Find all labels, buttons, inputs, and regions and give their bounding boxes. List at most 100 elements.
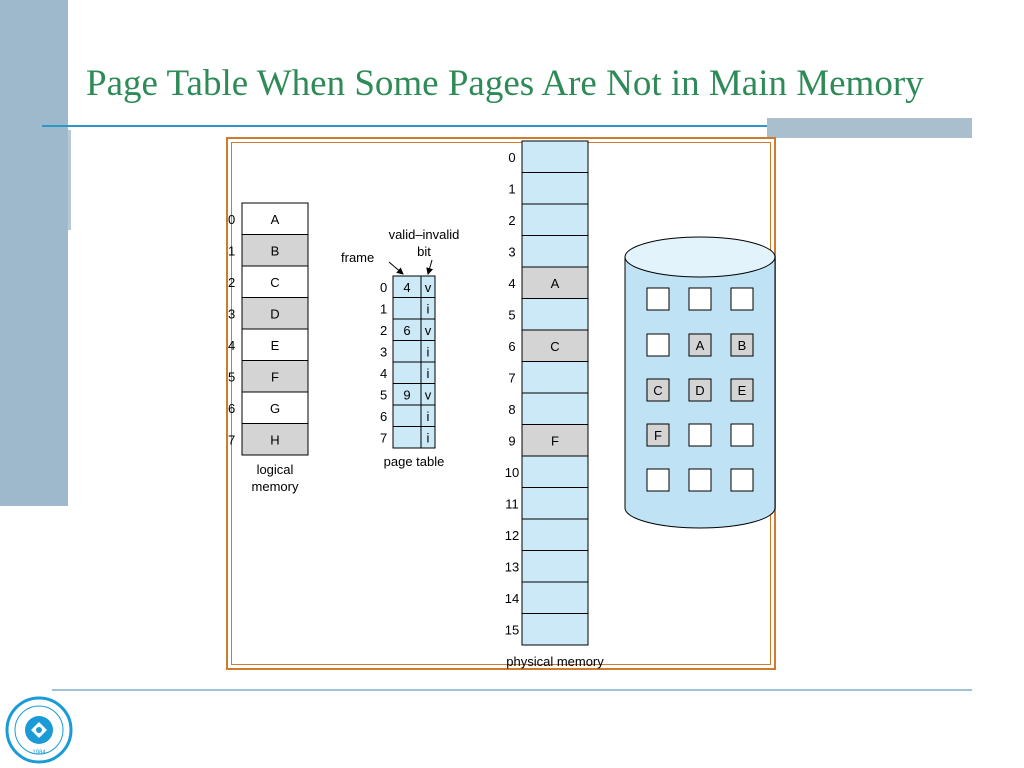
physical-frame-label: C <box>550 339 559 354</box>
valid-bit-arrow <box>428 260 432 274</box>
disk-block <box>731 424 753 446</box>
physical-frame <box>522 299 588 331</box>
logical-page-index: 4 <box>228 338 235 353</box>
logical-page-label: A <box>271 212 280 227</box>
physical-frame-index: 8 <box>508 402 515 417</box>
page-table-frame-cell <box>393 427 421 449</box>
physical-frame-index: 12 <box>505 528 519 543</box>
disk-block-label: A <box>696 338 705 353</box>
disk-block <box>689 469 711 491</box>
disk-block <box>647 469 669 491</box>
disk-block <box>647 334 669 356</box>
physical-frame <box>522 614 588 646</box>
page-table-index: 2 <box>380 323 387 338</box>
logical-page-label: G <box>270 401 280 416</box>
logical-page-label: H <box>270 432 279 447</box>
disk-block-label: E <box>738 383 747 398</box>
page-table-bit: v <box>425 323 432 338</box>
page-table-caption: page table <box>384 454 445 469</box>
physical-frame-index: 7 <box>508 370 515 385</box>
backing-store-disk: A B C D E F <box>625 237 775 528</box>
valid-invalid-label: bit <box>417 244 431 259</box>
page-table-index: 1 <box>380 301 387 316</box>
disk-block <box>647 288 669 310</box>
page-table-frame-cell <box>393 405 421 427</box>
page-table-frame-cell <box>393 341 421 363</box>
logical-page-index: 6 <box>228 401 235 416</box>
physical-frame-index: 13 <box>505 559 519 574</box>
logical-page-label: D <box>270 306 279 321</box>
physical-frame-index: 10 <box>505 465 519 480</box>
physical-frame-index: 15 <box>505 622 519 637</box>
logical-page-index: 0 <box>228 212 235 227</box>
physical-frame-index: 2 <box>508 213 515 228</box>
logical-page-label: B <box>271 243 280 258</box>
page-table-bit: i <box>427 366 430 381</box>
frame-arrow <box>389 262 403 274</box>
footer-rule <box>52 689 972 691</box>
physical-frame <box>522 173 588 205</box>
physical-frame <box>522 141 588 173</box>
page-table-index: 4 <box>380 366 387 381</box>
logical-page-label: F <box>271 369 279 384</box>
physical-frame <box>522 488 588 520</box>
physical-frame-index: 6 <box>508 339 515 354</box>
physical-frame-index: 11 <box>505 496 519 511</box>
disk-block-label: B <box>738 338 747 353</box>
physical-frame-index: 14 <box>505 591 519 606</box>
page-table-bit: i <box>427 430 430 445</box>
page-table-bit: v <box>425 387 432 402</box>
university-logo: 1984 <box>5 696 73 764</box>
logo-year: 1984 <box>32 750 46 756</box>
physical-frame-label: A <box>551 276 560 291</box>
physical-frame-index: 1 <box>508 181 515 196</box>
valid-invalid-label: valid–invalid <box>389 227 460 242</box>
logical-memory-caption: logical <box>257 462 294 477</box>
page-table-index: 7 <box>380 430 387 445</box>
physical-frame <box>522 362 588 394</box>
frame-label: frame <box>341 250 374 265</box>
physical-frame-index: 9 <box>508 433 515 448</box>
logical-page-index: 3 <box>228 306 235 321</box>
physical-frame-label: F <box>551 433 559 448</box>
disk-block <box>689 424 711 446</box>
physical-frame-index: 4 <box>508 276 515 291</box>
disk-block-label: F <box>654 428 662 443</box>
page-table-index: 5 <box>380 387 387 402</box>
page-table-frame: 6 <box>403 323 410 338</box>
logical-page-label: C <box>270 275 279 290</box>
page-table-frame: 9 <box>403 387 410 402</box>
disk-block-label: C <box>653 383 662 398</box>
page-table-frame-cell <box>393 362 421 384</box>
physical-frame <box>522 393 588 425</box>
page-table-bit: i <box>427 344 430 359</box>
logical-page-index: 7 <box>228 432 235 447</box>
disk-cylinder-top <box>625 237 775 277</box>
page-table-bit: i <box>427 301 430 316</box>
disk-block-label: D <box>695 383 704 398</box>
physical-frame-index: 3 <box>508 244 515 259</box>
page-table-index: 6 <box>380 409 387 424</box>
physical-frame <box>522 204 588 236</box>
page-table-frame: 4 <box>403 280 410 295</box>
logical-page-index: 5 <box>228 369 235 384</box>
logical-page-index: 2 <box>228 275 235 290</box>
physical-memory-caption: physical memory <box>506 654 604 669</box>
page-table-index: 0 <box>380 280 387 295</box>
physical-frame-index: 0 <box>508 150 515 165</box>
physical-frame <box>522 519 588 551</box>
logical-memory-caption: memory <box>252 479 299 494</box>
logical-page-index: 1 <box>228 243 235 258</box>
disk-block <box>731 288 753 310</box>
disk-block <box>689 288 711 310</box>
physical-frame <box>522 551 588 583</box>
page-table-bit: v <box>425 280 432 295</box>
page-table-bit: i <box>427 409 430 424</box>
physical-frame <box>522 582 588 614</box>
physical-frame <box>522 236 588 268</box>
logical-page-label: E <box>271 338 280 353</box>
